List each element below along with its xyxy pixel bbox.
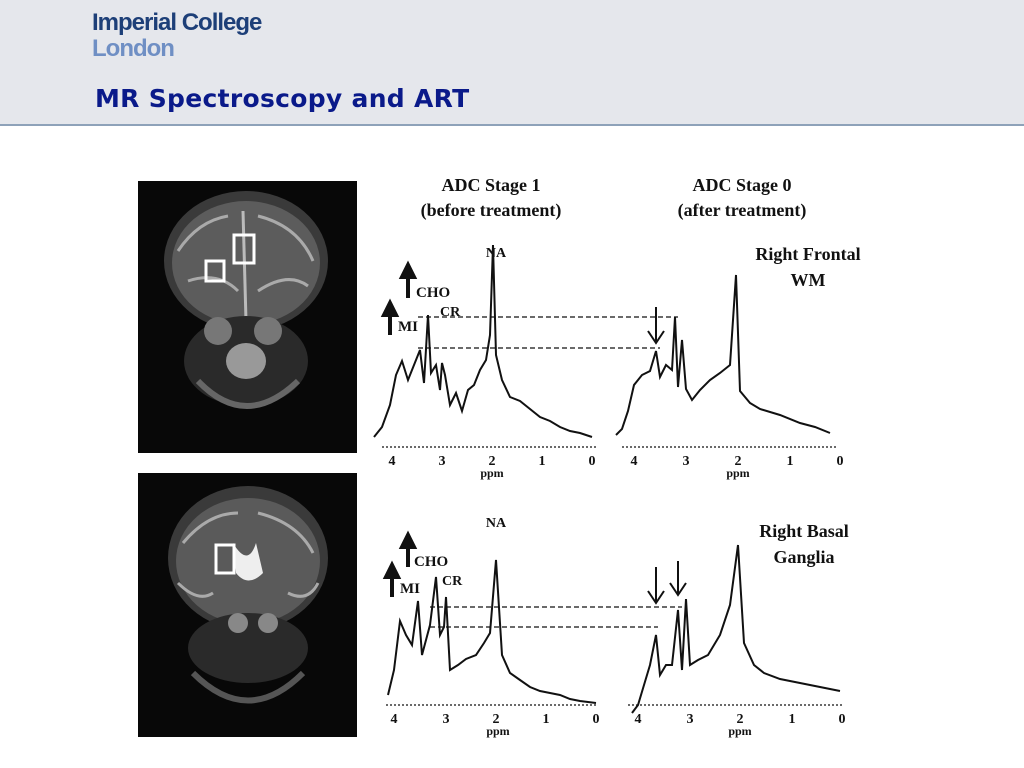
slide-header: Imperial College London MR Spectroscopy … bbox=[0, 0, 1024, 125]
tick-label: 0 bbox=[839, 712, 846, 727]
logo-line-1: Imperial College bbox=[92, 9, 262, 36]
spectrum-bottom-after bbox=[631, 544, 841, 714]
spectra-figure: ADC Stage 1 (before treatment) ADC Stage… bbox=[373, 175, 861, 738]
axis-unit-top-left: ppm bbox=[480, 466, 503, 480]
tick-label: 1 bbox=[787, 454, 794, 469]
spectrum-bottom-before bbox=[387, 559, 597, 704]
tick-label: 3 bbox=[687, 712, 694, 727]
tick-label: 0 bbox=[837, 454, 844, 469]
tick-label: 0 bbox=[593, 712, 600, 727]
region-top-line2: WM bbox=[791, 270, 826, 290]
tick-label: 3 bbox=[439, 454, 446, 469]
tick-label: 2 bbox=[489, 454, 496, 469]
arrow-down-bottom-2 bbox=[669, 561, 687, 597]
tick-label: 4 bbox=[635, 712, 642, 727]
tick-label: 2 bbox=[493, 712, 500, 727]
arrow-up-cho-top bbox=[398, 260, 418, 298]
peak-label-na-bottom: NA bbox=[486, 516, 507, 531]
tick-label: 3 bbox=[683, 454, 690, 469]
spectrum-top-after bbox=[615, 274, 831, 436]
peak-label-mi-bottom: MI bbox=[400, 581, 420, 597]
tick-label: 1 bbox=[543, 712, 550, 727]
axis-unit-bottom-left: ppm bbox=[486, 724, 509, 738]
tick-label: 4 bbox=[391, 712, 398, 727]
axis-unit-bottom-right: ppm bbox=[728, 724, 751, 738]
peak-label-cr-bottom: CR bbox=[442, 574, 463, 589]
peak-label-cho-bottom: CHO bbox=[414, 554, 448, 570]
header-divider bbox=[0, 124, 1024, 126]
peak-label-cr-top: CR bbox=[440, 305, 461, 320]
peak-label-na-top: NA bbox=[486, 246, 507, 261]
tick-label: 4 bbox=[389, 454, 396, 469]
imperial-college-logo: Imperial College London bbox=[92, 9, 262, 62]
arrow-up-mi-bottom bbox=[382, 560, 402, 597]
region-bottom-line1: Right Basal bbox=[759, 521, 849, 541]
axis-unit-top-right: ppm bbox=[726, 466, 749, 480]
peak-label-mi-top: MI bbox=[398, 319, 418, 335]
mri-scan-top bbox=[138, 181, 357, 453]
tick-label: 3 bbox=[443, 712, 450, 727]
spectrum-top-before bbox=[373, 244, 593, 438]
arrow-up-mi-top bbox=[380, 298, 400, 335]
region-bottom-line2: Ganglia bbox=[773, 547, 834, 567]
tick-label: 0 bbox=[589, 454, 596, 469]
arrow-up-cho-bottom bbox=[398, 530, 418, 567]
slide-title: MR Spectroscopy and ART bbox=[95, 84, 470, 113]
heading-after-line2: (after treatment) bbox=[678, 200, 807, 221]
mri-scan-bottom bbox=[138, 473, 357, 737]
region-top-line1: Right Frontal bbox=[755, 244, 860, 264]
tick-label: 1 bbox=[789, 712, 796, 727]
peak-label-cho-top: CHO bbox=[416, 285, 450, 301]
arrow-down-bottom-1 bbox=[647, 567, 665, 605]
tick-label: 4 bbox=[631, 454, 638, 469]
tick-label: 2 bbox=[737, 712, 744, 727]
arrow-down-top bbox=[647, 307, 665, 345]
heading-before-line1: ADC Stage 1 bbox=[442, 175, 541, 195]
tick-label: 1 bbox=[539, 454, 546, 469]
logo-line-2: London bbox=[92, 35, 175, 62]
heading-before-line2: (before treatment) bbox=[421, 200, 562, 221]
tick-label: 2 bbox=[735, 454, 742, 469]
heading-after-line1: ADC Stage 0 bbox=[693, 175, 792, 195]
